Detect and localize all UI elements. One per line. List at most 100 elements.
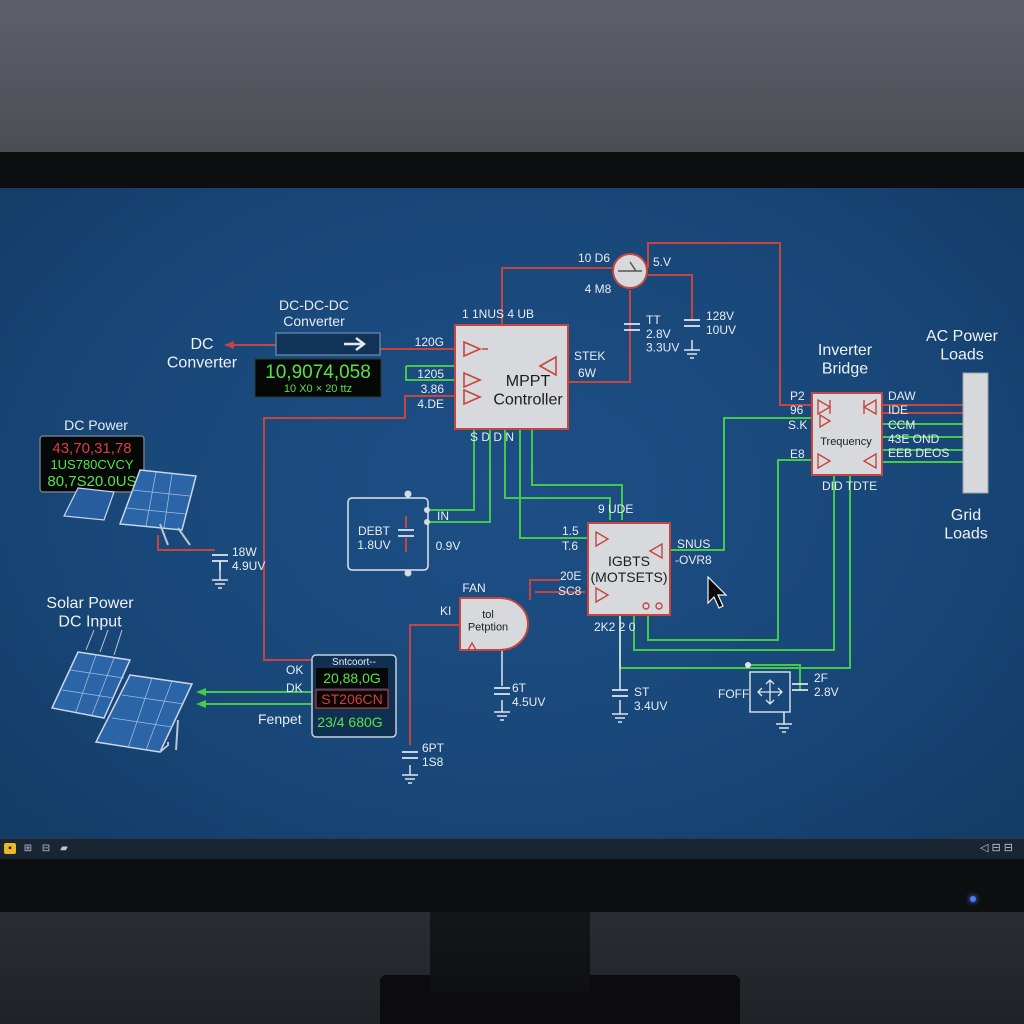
igbt-pin-l3: 20E — [560, 569, 581, 583]
dcdc-converter-block[interactable] — [275, 332, 381, 356]
text-line: Converter — [167, 354, 238, 371]
igbt-pin-l4: SC8 — [558, 584, 582, 598]
dest-value: 0.9V — [436, 539, 461, 553]
monitor-title: Sntcoort-- — [332, 657, 376, 668]
inv-pin-96: 96 — [790, 403, 804, 417]
inverter-bridge-block[interactable]: Trequency — [811, 392, 883, 476]
label-ki: KI — [440, 604, 451, 618]
text-line: 2.8V — [646, 327, 671, 341]
inv-pin-daw: DAW — [888, 389, 916, 403]
inv-bottom-pins: DID TDTE — [822, 479, 877, 493]
igbt-pin-r1: SNUS — [677, 537, 710, 551]
text-line: 128V — [706, 309, 734, 323]
red-wires — [157, 242, 976, 745]
text-line: 6T — [512, 681, 527, 695]
text-line: Bridge — [822, 360, 868, 377]
converter-sub-reading: 10 X0 × 20 ttz — [284, 383, 352, 395]
converter-reading: 10,9074,058 — [265, 362, 371, 383]
power-led-icon — [970, 896, 976, 902]
text-line: Grid — [951, 507, 981, 524]
meter-icon[interactable] — [612, 253, 648, 289]
text-line: Loads — [944, 525, 988, 542]
grid-icon[interactable]: ⊞ — [23, 843, 33, 854]
text-line: (MOTSETS) — [591, 569, 668, 585]
bridge-rectifier-icon[interactable] — [745, 662, 791, 713]
text-line: 18W — [232, 545, 257, 559]
converter-lcd: 10,9074,058 10 X0 × 20 ttz — [254, 358, 382, 398]
ac-load-bus[interactable] — [962, 372, 989, 494]
text-line: Converter — [283, 313, 345, 329]
mppt-pin-in-1: 120G — [415, 335, 444, 349]
dc-power-reading-3: 80,7S20.0US — [47, 473, 136, 490]
text-line: 3.4UV — [634, 699, 667, 713]
igbt-bottom-pins: 2K2 2 0 — [594, 620, 636, 634]
text-line: 4.9UV — [232, 559, 265, 573]
folder-icon[interactable]: ▰ — [60, 843, 68, 854]
text-line: DC Input — [58, 613, 122, 630]
igbts-block[interactable]: IGBTS(MOTSETS) — [587, 522, 671, 616]
foff-label: FOFF — [718, 687, 749, 701]
dc-power-label: DC Power — [64, 417, 128, 433]
text-line: 10UV — [706, 323, 736, 337]
text-line: ST — [634, 685, 650, 699]
monitor-reading-2: ST206CN — [321, 691, 382, 707]
monitor-reading-3: 23/4 680G — [317, 714, 382, 730]
label-10d6: 10 D6 — [578, 251, 610, 265]
text-line: DEBT — [358, 524, 391, 538]
inv-pin-e8: E8 — [790, 447, 805, 461]
mppt-top-pins: 1 1NUS 4 UB — [462, 307, 534, 321]
mppt-bottom-pins: S D D N — [470, 430, 514, 444]
text-line: AC Power — [926, 328, 999, 345]
text-line: 2F — [814, 671, 828, 685]
triangle-left-icon — [538, 355, 557, 377]
inv-pin-eeb: EEB DEOS — [888, 446, 949, 460]
start-icon[interactable]: ▪ — [4, 843, 16, 854]
text-line: Solar Power — [46, 595, 134, 612]
text-line: 1.8UV — [357, 538, 390, 552]
tray-icons[interactable]: ◁ ⊟ ⊟ — [980, 842, 1014, 854]
text-line: Loads — [940, 346, 984, 363]
mppt-pin-in-4: 4.DE — [417, 397, 444, 411]
mppt-pin-in-3: 3.86 — [421, 382, 445, 396]
fenpet-label: Fenpet — [258, 711, 302, 727]
status-monitor[interactable]: Sntcoort-- 20,88,0G ST206CN 23/4 680G — [311, 654, 397, 738]
diode-icons — [817, 398, 877, 470]
monitor-reading-1: 20,88,0G — [323, 670, 381, 686]
buffer-icon-3 — [463, 388, 482, 406]
buffer-icon-2 — [463, 371, 482, 389]
label-ok: OK — [286, 663, 303, 677]
text-line: Controller — [493, 391, 563, 408]
label-4m8: 4 M8 — [585, 282, 612, 296]
window-icon[interactable]: ⊟ — [41, 843, 51, 854]
dest-component[interactable] — [347, 490, 430, 577]
inv-pin-43e: 43E OND — [888, 432, 940, 446]
monitor-stand — [430, 912, 590, 992]
inv-pin-sk: S.K — [788, 418, 807, 432]
inv-pin-ide: IDE — [888, 403, 908, 417]
taskbar[interactable]: ▪ ⊞ ⊟ ▰ ◁ ⊟ ⊟ — [0, 838, 1024, 859]
wall-background — [0, 0, 1024, 160]
inv-pin-p2: P2 — [790, 389, 805, 403]
igbt-triangle-icons — [595, 530, 663, 604]
text-line: TT — [646, 313, 661, 327]
text-line: DC — [190, 336, 213, 353]
dc-power-reading-2: 1US780CVCY — [50, 457, 133, 472]
igbt-pin-l1: 1.5 — [562, 524, 579, 538]
fan-label: FAN — [462, 581, 485, 595]
